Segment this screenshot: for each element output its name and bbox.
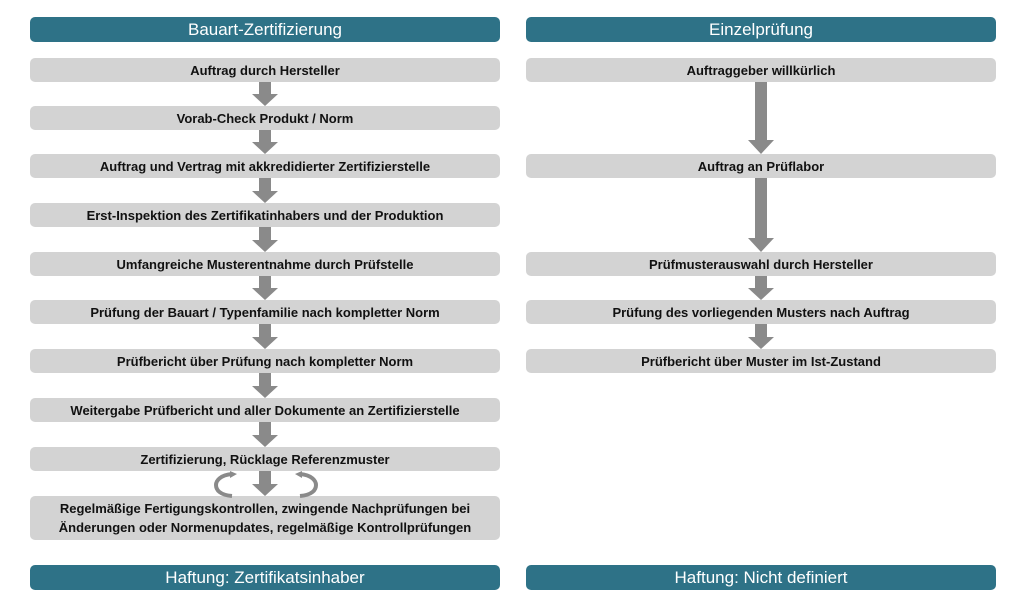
left-step-10-line-2: Änderungen oder Normenupdates, regelmäßi…	[58, 520, 472, 535]
arrow-down-icon	[252, 422, 278, 447]
right-step-4: Prüfung des vorliegenden Musters nach Au…	[526, 300, 996, 324]
arrow-down-icon	[748, 324, 774, 349]
left-step-8: Weitergabe Prüfbericht und aller Dokumen…	[30, 398, 500, 422]
left-step-7: Prüfbericht über Prüfung nach kompletter…	[30, 349, 500, 373]
left-liability-footer: Haftung: Zertifikatsinhaber	[30, 565, 500, 590]
right-column-header: Einzelprüfung	[526, 17, 996, 42]
loop-right-icon	[292, 471, 322, 504]
left-step-2: Vorab-Check Produkt / Norm	[30, 106, 500, 130]
arrow-down-icon	[252, 82, 278, 106]
right-step-5: Prüfbericht über Muster im Ist-Zustand	[526, 349, 996, 373]
right-step-1: Auftraggeber willkürlich	[526, 58, 996, 82]
right-step-3: Prüfmusterauswahl durch Hersteller	[526, 252, 996, 276]
arrow-down-icon	[252, 373, 278, 398]
arrow-down-icon	[748, 82, 774, 154]
left-step-9: Zertifizierung, Rücklage Referenzmuster	[30, 447, 500, 471]
arrow-down-icon	[252, 130, 278, 154]
arrow-down-icon	[252, 276, 278, 300]
arrow-down-icon	[748, 276, 774, 300]
arrow-down-icon	[748, 178, 774, 252]
right-liability-footer: Haftung: Nicht definiert	[526, 565, 996, 590]
loop-left-icon	[210, 471, 240, 504]
left-column-header: Bauart-Zertifizierung	[30, 17, 500, 42]
left-step-6: Prüfung der Bauart / Typenfamilie nach k…	[30, 300, 500, 324]
arrow-down-icon	[252, 227, 278, 252]
left-step-10: Regelmäßige Fertigungskontrollen, zwinge…	[30, 496, 500, 540]
arrow-down-icon	[252, 324, 278, 349]
left-step-4: Erst-Inspektion des Zertifikatinhabers u…	[30, 203, 500, 227]
left-step-3: Auftrag und Vertrag mit akkredidierter Z…	[30, 154, 500, 178]
left-step-1: Auftrag durch Hersteller	[30, 58, 500, 82]
right-step-2: Auftrag an Prüflabor	[526, 154, 996, 178]
arrow-down-icon	[252, 471, 278, 496]
left-step-5: Umfangreiche Musterentnahme durch Prüfst…	[30, 252, 500, 276]
arrow-down-icon	[252, 178, 278, 203]
left-step-10-line-1: Regelmäßige Fertigungskontrollen, zwinge…	[59, 501, 471, 516]
